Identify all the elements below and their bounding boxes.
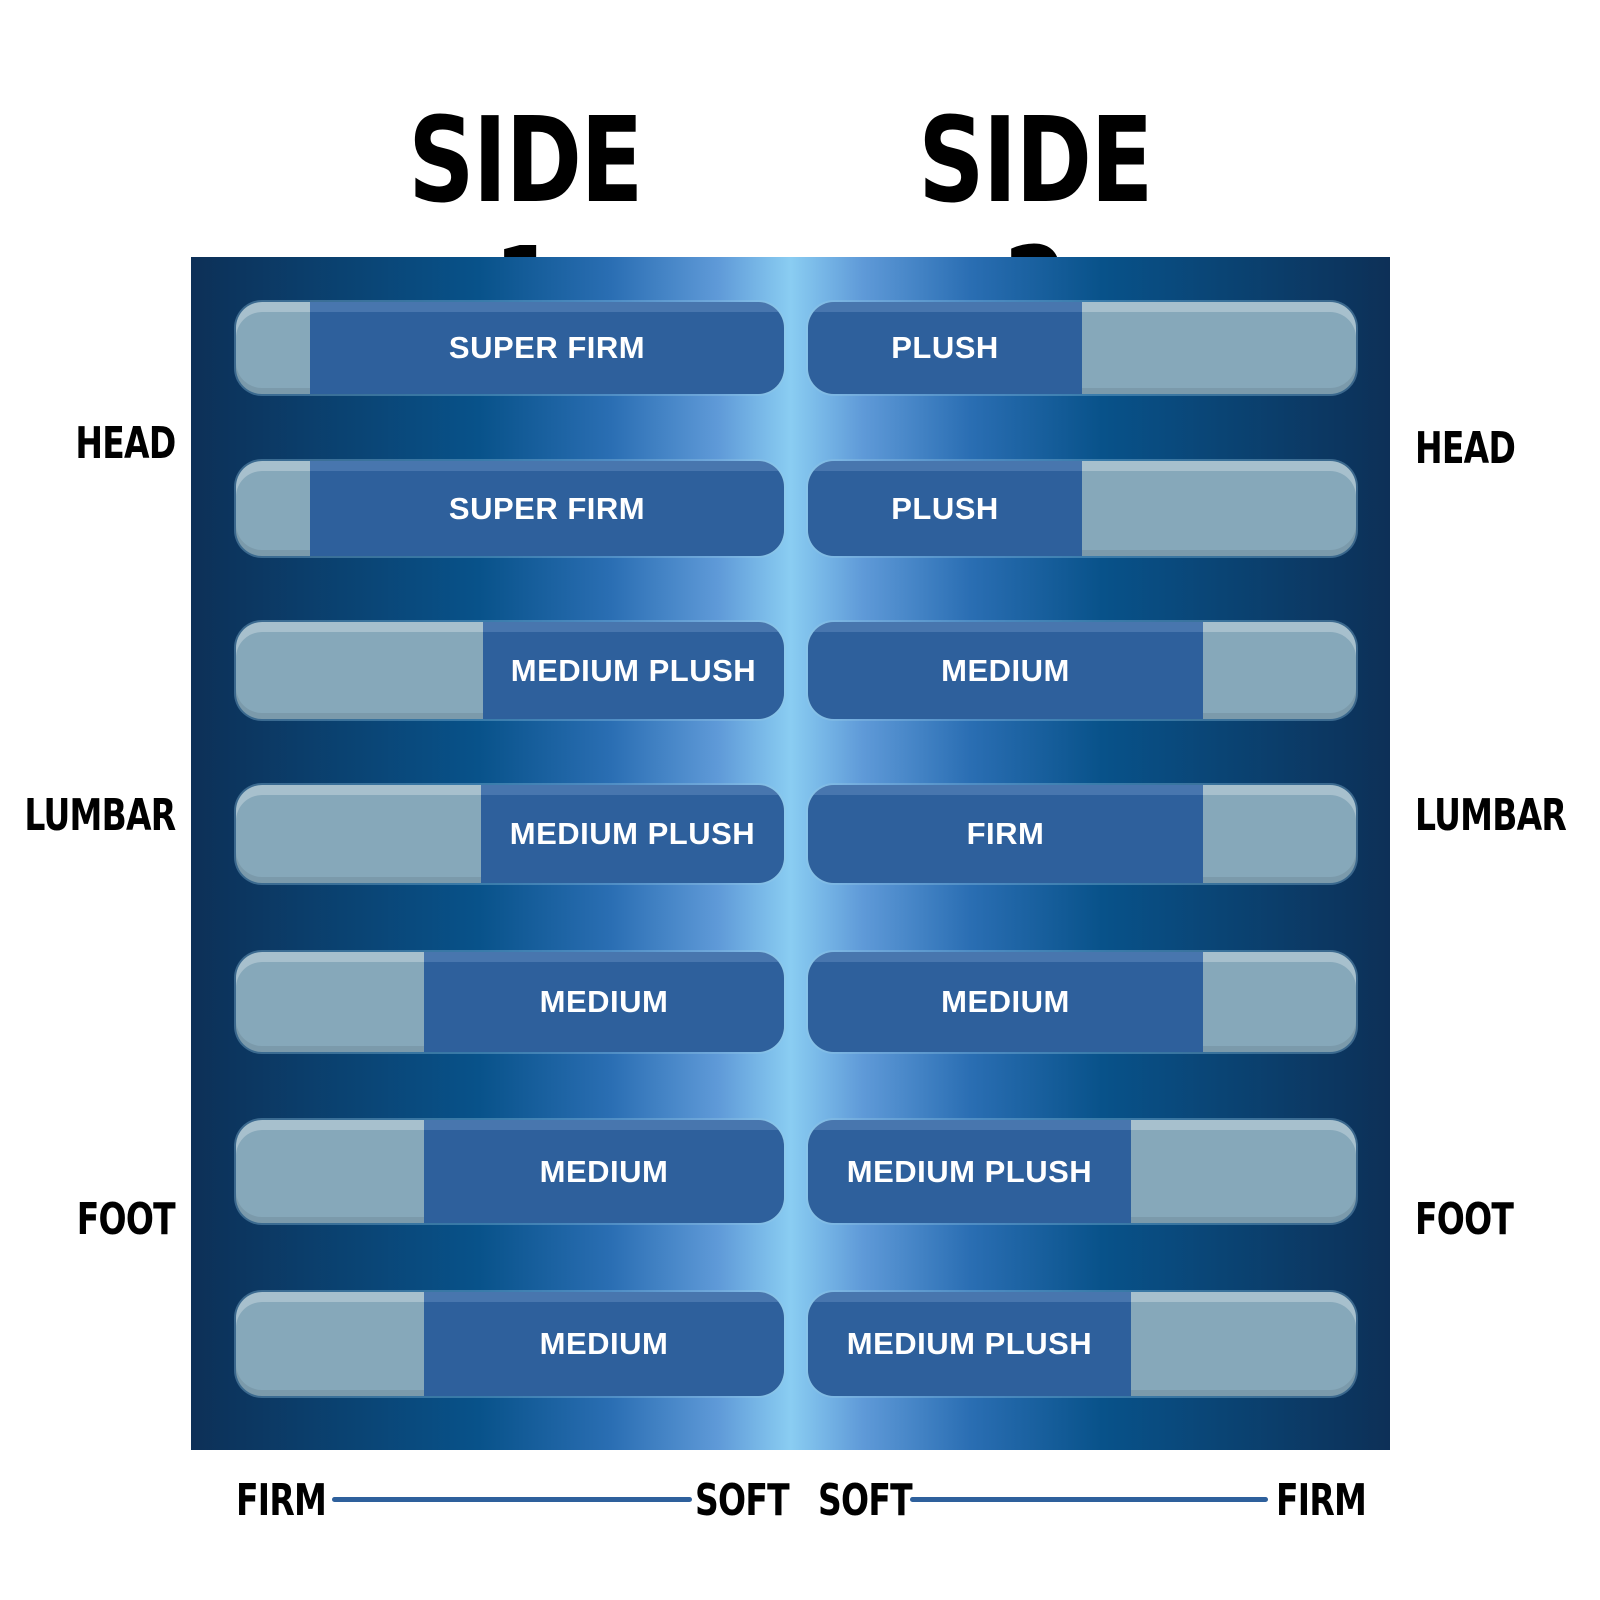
side2-coil-fill-5 [808, 952, 1203, 1052]
side1-coil-label-5: MEDIUM [539, 984, 669, 1019]
side1-coil-label-3: MEDIUM PLUSH [510, 652, 757, 688]
scale-side2-soft: SOFT [818, 1475, 913, 1526]
side1-coil-fill-4 [481, 785, 784, 883]
side-1-title: SIDE 1 [408, 91, 643, 355]
side1-coil-fill-6 [424, 1120, 784, 1223]
side1-coil-label-6: MEDIUM [539, 1153, 669, 1189]
side2-coil-fill-1 [808, 302, 1082, 394]
scale-side1-line [332, 1497, 692, 1502]
side1-coil-4: MEDIUM PLUSH [236, 785, 784, 883]
side1-coil-5: MEDIUM [236, 952, 784, 1052]
side1-coil-label-1: SUPER FIRM [448, 330, 646, 365]
zone-label-head-left: HEAD [74, 418, 176, 469]
side2-coil-fill-3 [808, 622, 1203, 719]
side1-coil-label-2: SUPER FIRM [448, 490, 646, 526]
scale-side2-line [910, 1497, 1268, 1502]
side1-coil-fill-3 [483, 622, 784, 719]
scale-side2-firm: FIRM [1276, 1475, 1367, 1526]
side2-coil-label-2: PLUSH [891, 490, 999, 526]
side1-coil-fill-7 [424, 1292, 784, 1396]
side2-coil-label-4: FIRM [966, 816, 1045, 851]
side2-coil-fill-2 [808, 461, 1082, 556]
side2-coil-2: PLUSH [808, 461, 1356, 556]
zone-label-head-right: HEAD [1415, 423, 1516, 474]
side1-coil-6: MEDIUM [236, 1120, 784, 1223]
scale-side1-firm: FIRM [236, 1475, 327, 1526]
side1-coil-2: SUPER FIRM [236, 461, 784, 556]
side1-coil-label-4: MEDIUM PLUSH [509, 816, 756, 851]
zone-label-lumbar-right: LUMBAR [1415, 790, 1567, 841]
side1-coil-7: MEDIUM [236, 1292, 784, 1396]
side2-coil-fill-6 [808, 1120, 1131, 1223]
side2-coil-3: MEDIUM [808, 622, 1356, 719]
side2-coil-5: MEDIUM [808, 952, 1356, 1052]
side1-coil-fill-5 [424, 952, 784, 1052]
side2-coil-6: MEDIUM PLUSH [808, 1120, 1356, 1223]
side2-coil-label-7: MEDIUM PLUSH [846, 1326, 1093, 1361]
scale-side1-soft: SOFT [695, 1475, 790, 1526]
side1-coil-fill-1 [310, 302, 784, 394]
side1-coil-3: MEDIUM PLUSH [236, 622, 784, 719]
side-2-title: SIDE 2 [918, 91, 1153, 355]
side1-coil-1: SUPER FIRM [236, 302, 784, 394]
side2-coil-1: PLUSH [808, 302, 1356, 394]
side2-coil-fill-7 [808, 1292, 1131, 1396]
side2-coil-label-5: MEDIUM [941, 984, 1070, 1019]
side2-coil-7: MEDIUM PLUSH [808, 1292, 1356, 1396]
zone-label-foot-right: FOOT [1415, 1194, 1514, 1245]
side2-coil-fill-4 [808, 785, 1203, 883]
side2-coil-label-6: MEDIUM PLUSH [846, 1153, 1093, 1189]
zone-label-foot-left: FOOT [76, 1194, 176, 1245]
side1-coil-fill-2 [310, 461, 784, 556]
side2-coil-label-1: PLUSH [891, 330, 999, 365]
zone-label-lumbar-left: LUMBAR [23, 790, 176, 841]
side2-coil-4: FIRM [808, 785, 1356, 883]
side2-coil-label-3: MEDIUM [941, 652, 1070, 688]
side1-coil-label-7: MEDIUM [539, 1326, 669, 1361]
